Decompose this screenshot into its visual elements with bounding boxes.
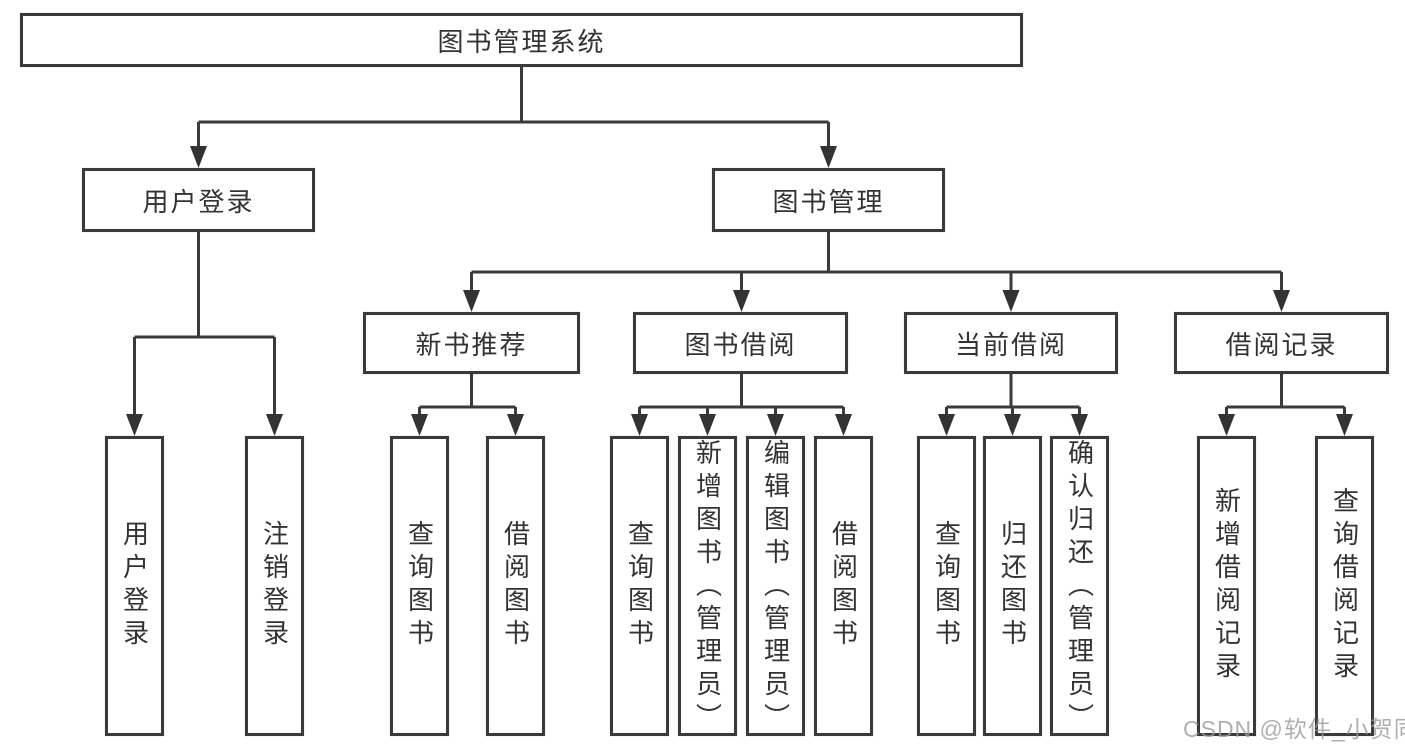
arrow-down-icon [507,414,524,436]
node-book-borrow: 图书借阅 [633,312,848,374]
leaf-recommend-query-book: 查询图书 [390,436,449,736]
leaf-recommend-borrow-book: 借阅图书 [486,436,545,736]
leaf-borrow-query-book: 查询图书 [610,436,669,736]
leaf-logout: 注销登录 [245,436,304,736]
arrow-down-icon [1071,414,1088,436]
leaf-return-book: 归还图书 [983,436,1042,736]
arrow-down-icon [699,414,716,436]
arrow-down-icon [1336,414,1353,436]
arrow-down-icon [1273,290,1290,312]
node-borrow-record: 借阅记录 [1174,312,1389,374]
leaf-user-login: 用户登录 [105,436,164,736]
arrow-down-icon [411,414,428,436]
arrow-down-icon [733,290,750,312]
watermark: CSDN @软件_小贺同学 [1183,716,1405,742]
arrow-down-icon [835,414,852,436]
node-root: 图书管理系统 [20,13,1023,67]
arrow-down-icon [820,146,837,168]
arrow-down-icon [126,414,143,436]
leaf-current-query-book: 查询图书 [917,436,976,736]
arrow-down-icon [767,414,784,436]
arrow-down-icon [463,290,480,312]
arrow-down-icon [938,414,955,436]
arrow-down-icon [266,414,283,436]
node-book-management: 图书管理 [712,168,945,232]
arrow-down-icon [1002,290,1020,312]
leaf-query-borrow-record: 查询借阅记录 [1315,436,1374,736]
leaf-add-book-admin: 新增图书（管理员） [678,436,737,736]
leaf-borrow-book: 借阅图书 [814,436,873,736]
node-new-book-recommend: 新书推荐 [363,312,580,374]
node-user-login: 用户登录 [82,168,315,232]
leaf-add-borrow-record: 新增借阅记录 [1197,436,1256,736]
leaf-edit-book-admin: 编辑图书（管理员） [746,436,805,736]
arrow-down-icon [190,146,207,168]
arrow-down-icon [1004,414,1021,436]
node-current-borrow: 当前借阅 [904,312,1118,374]
arrow-down-icon [1218,414,1235,436]
arrow-down-icon [631,414,648,436]
leaf-confirm-return-admin: 确认归还（管理员） [1050,436,1109,736]
